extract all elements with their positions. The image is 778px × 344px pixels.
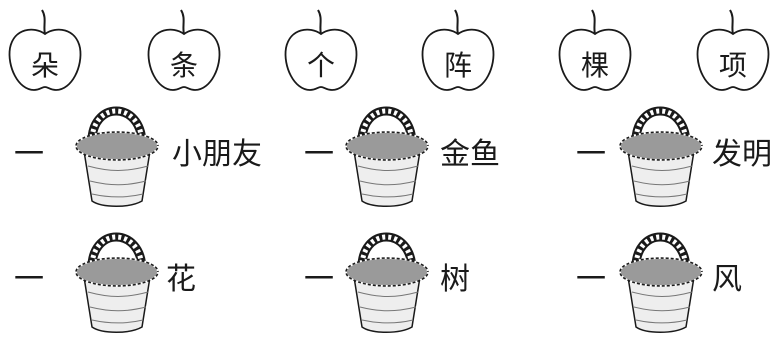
- basket-drop-target[interactable]: [340, 96, 435, 211]
- basket-icon: [619, 106, 703, 207]
- apple-card[interactable]: 朵: [4, 4, 86, 94]
- apple-icon: [558, 9, 632, 91]
- apple-icon: [147, 9, 221, 91]
- measure-prefix: 一: [576, 137, 606, 172]
- noun-label: 花: [166, 262, 196, 297]
- measure-prefix: 一: [576, 262, 606, 297]
- basket-icon: [619, 232, 703, 333]
- apple-word: 个: [306, 49, 335, 82]
- apple-word: 朵: [30, 49, 59, 82]
- apple-icon: [421, 9, 495, 91]
- noun-label: 金鱼: [440, 137, 500, 172]
- measure-prefix: 一: [304, 137, 334, 172]
- apple-icon: [284, 9, 358, 91]
- basket-drop-target[interactable]: [70, 96, 165, 211]
- apple-card[interactable]: 个: [280, 4, 362, 94]
- noun-label: 小朋友: [172, 137, 262, 172]
- apple-word: 阵: [443, 49, 472, 82]
- apple-icon: [696, 9, 770, 91]
- basket-icon: [345, 232, 429, 333]
- basket-icon: [75, 232, 159, 333]
- noun-label: 风: [712, 262, 742, 297]
- basket-drop-target[interactable]: [70, 222, 165, 337]
- basket-drop-target[interactable]: [614, 222, 709, 337]
- apple-card[interactable]: 项: [692, 4, 774, 94]
- measure-prefix: 一: [14, 262, 44, 297]
- noun-label: 树: [440, 262, 470, 297]
- basket-icon: [75, 106, 159, 207]
- basket-drop-target[interactable]: [340, 222, 435, 337]
- noun-label: 发明: [712, 137, 772, 172]
- measure-prefix: 一: [14, 137, 44, 172]
- basket-icon: [345, 106, 429, 207]
- apple-card[interactable]: 棵: [554, 4, 636, 94]
- basket-drop-target[interactable]: [614, 96, 709, 211]
- apple-icon: [8, 9, 82, 91]
- apple-card[interactable]: 阵: [417, 4, 499, 94]
- apple-word: 项: [718, 49, 747, 82]
- measure-prefix: 一: [304, 262, 334, 297]
- apple-word: 棵: [580, 49, 609, 82]
- apple-card[interactable]: 条: [143, 4, 225, 94]
- apple-word: 条: [169, 49, 198, 82]
